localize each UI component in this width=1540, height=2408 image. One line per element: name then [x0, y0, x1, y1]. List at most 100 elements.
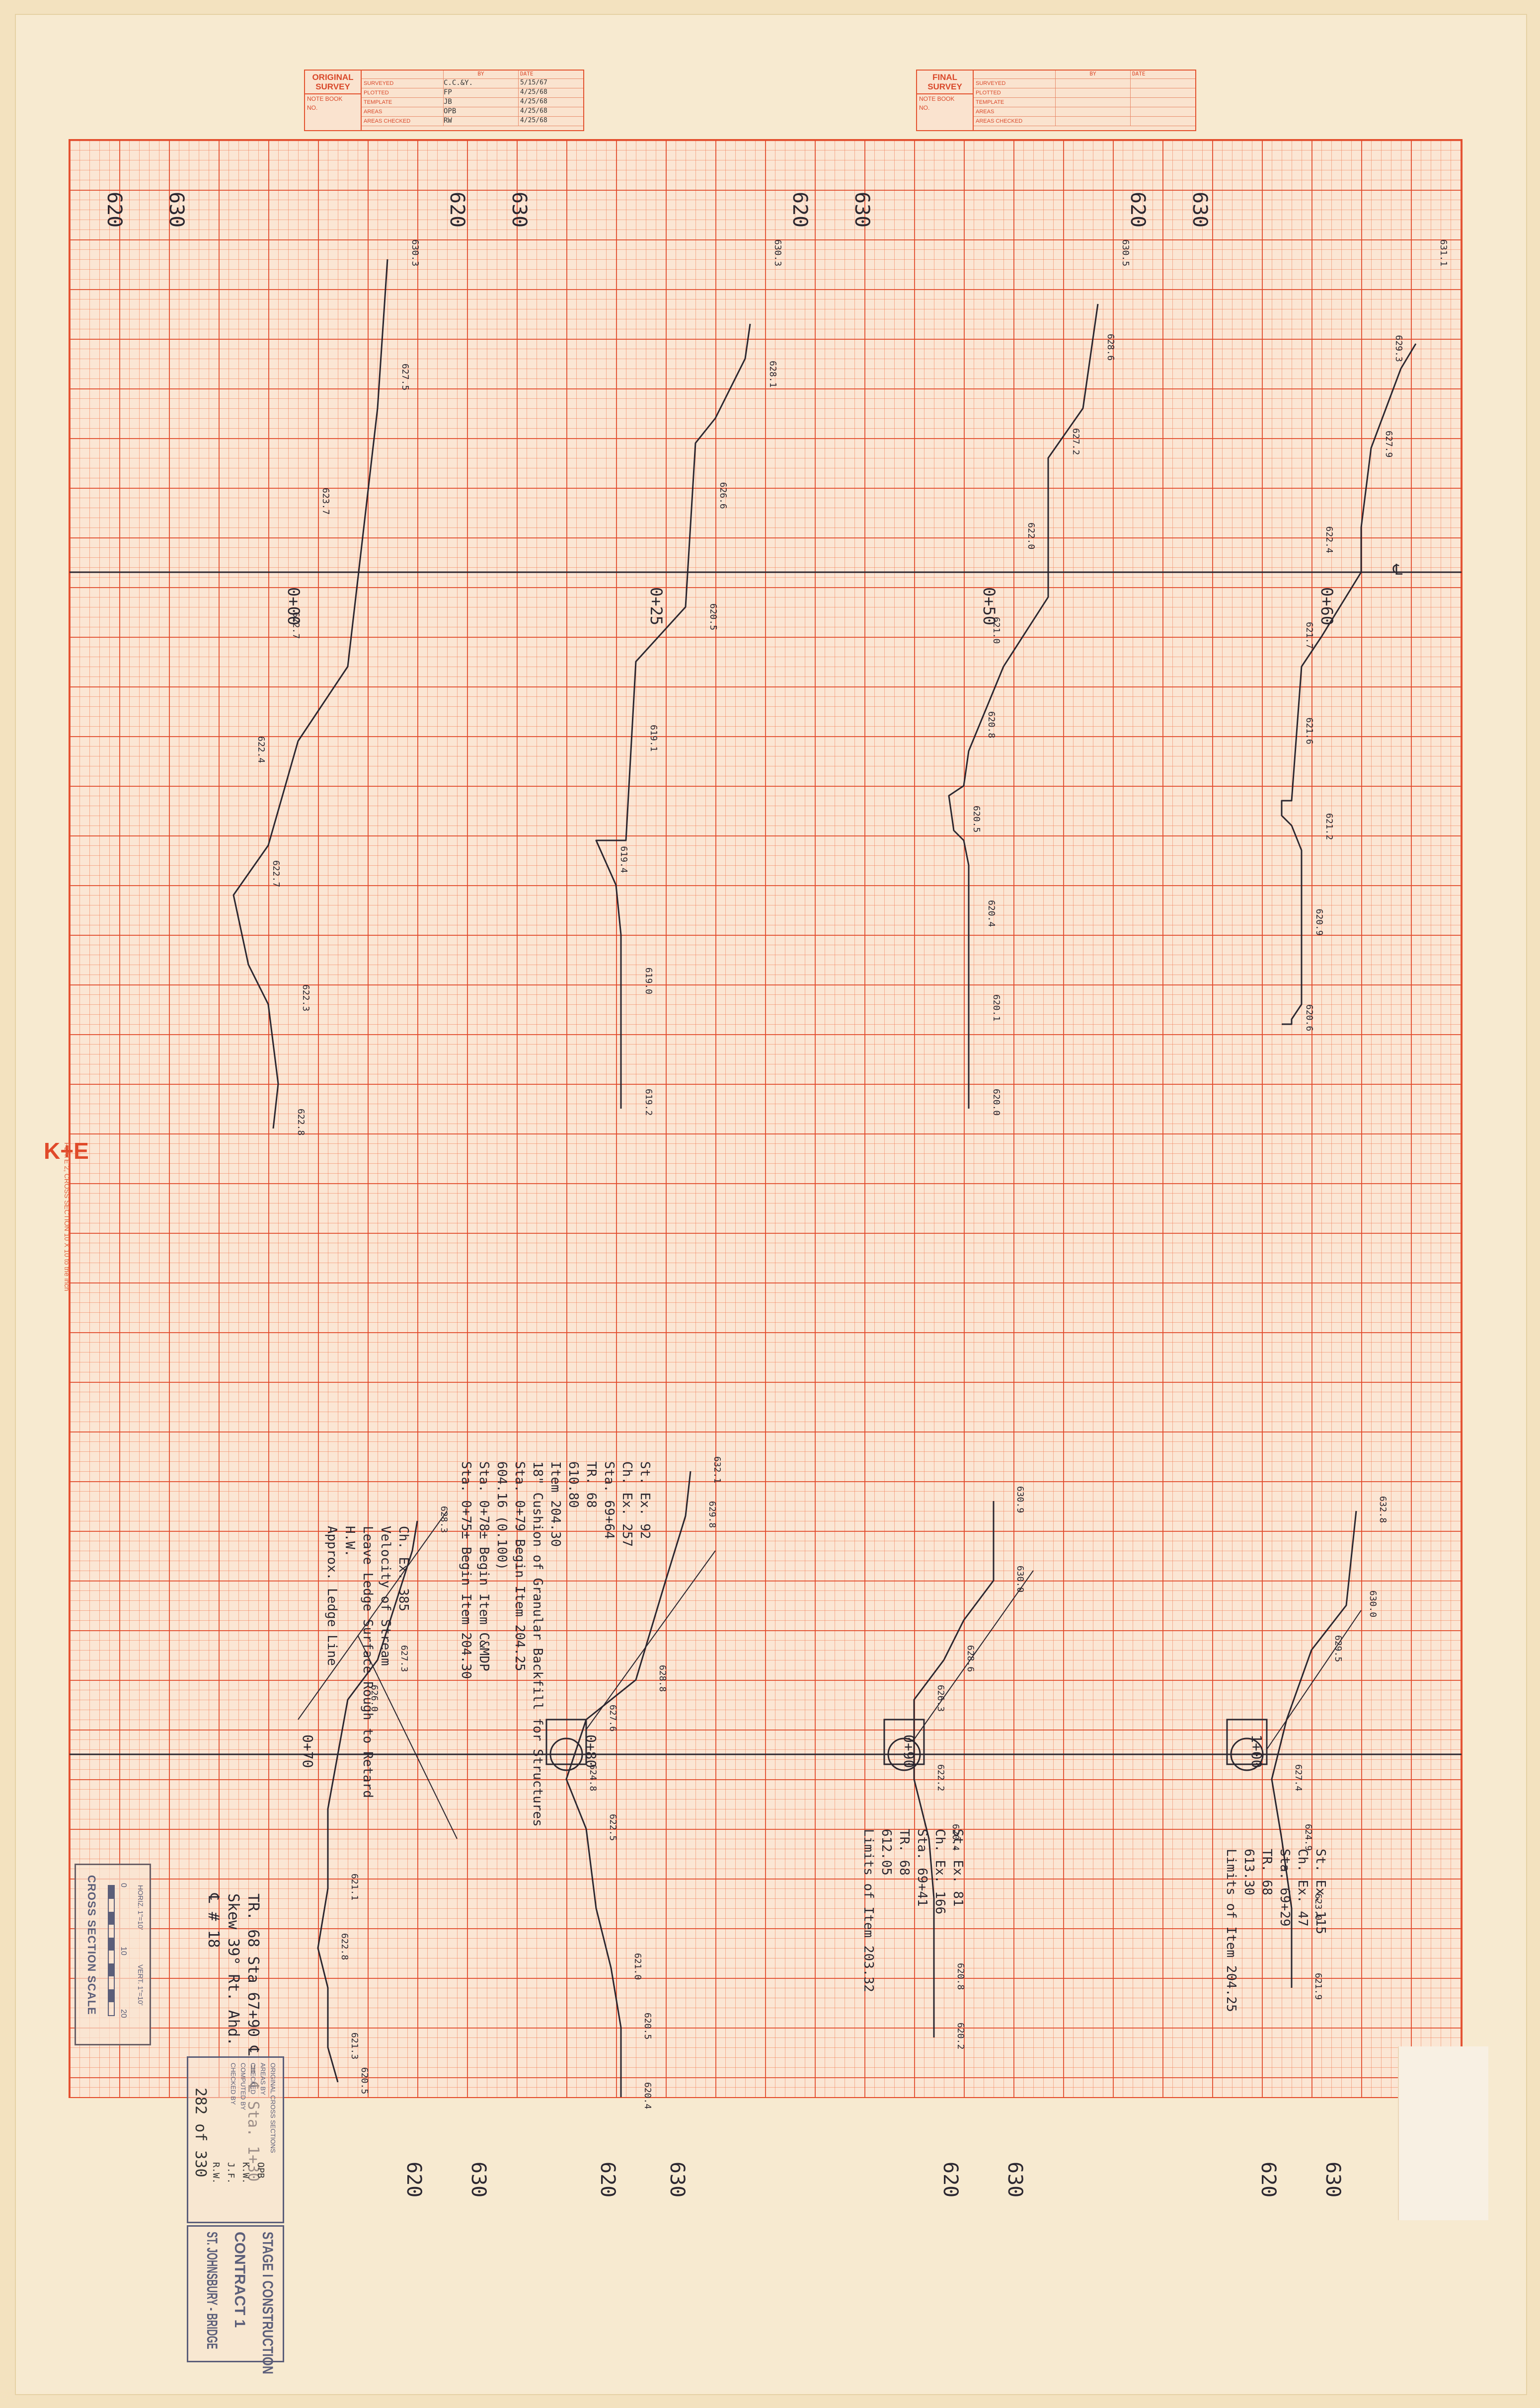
elevation-shot-label: 623.0: [1313, 1893, 1323, 1920]
elevation-shot-label: 622.7: [271, 860, 281, 887]
handwritten-note: Leave Ledge Surface Rough to Retard: [360, 1526, 375, 1798]
final-survey-title: FINAL SURVEY: [917, 71, 973, 94]
original-by-header: BY: [443, 71, 518, 78]
cross-section-scale-stamp: CROSS SECTION SCALE 0 10 20 HORIZ. 1"=10…: [75, 1864, 151, 2045]
final-note-book: NOTE BOOK: [919, 95, 955, 102]
orig-row-label: AREAS CHECKED: [364, 118, 411, 124]
ground-profile-line: [913, 1501, 995, 2037]
blank-margin-patch: [1398, 2046, 1488, 2220]
handwritten-note: Sta. 0+79 Begin Item 204.25: [512, 1461, 527, 1671]
tb-small-line: COMPUTED BY: [239, 2063, 247, 2110]
tb-small-line: ORIGINAL CROSS SECTIONS: [269, 2063, 277, 2153]
orig-row-by: RW: [443, 117, 518, 126]
original-note-book: NOTE BOOK: [307, 95, 343, 102]
final-no: NO.: [919, 104, 930, 111]
elevation-shot-label: 620.4: [642, 2082, 653, 2109]
elevation-shot-label: 627.2: [1071, 428, 1081, 455]
elevation-shot-label: 630.3: [772, 239, 783, 266]
elevation-label-620: 620: [939, 2162, 962, 2197]
elevation-shot-label: 620.4: [986, 900, 997, 927]
handwritten-note: Sta. 69+41: [915, 1829, 929, 1907]
elevation-shot-label: 624.9: [1303, 1824, 1313, 1851]
elevation-shot-label: 622.8: [339, 1933, 350, 1960]
elevation-shot-label: 621.7: [1304, 622, 1314, 649]
handwritten-note: H.W.: [342, 1526, 357, 1557]
scale-horiz: HORIZ. 1"=10': [137, 1885, 145, 1930]
original-date-header: DATE: [518, 71, 583, 78]
elevation-shot-label: 620.5: [708, 603, 718, 630]
ground-profile-line: [1281, 343, 1417, 1025]
elevation-shot-label: 630.5: [1120, 239, 1131, 266]
elevation-shot-label: 621.1: [349, 1874, 360, 1900]
paper-ruling: 10 X 10 to the inch: [63, 1233, 71, 1291]
handwritten-note: Ch. Ex. 385: [396, 1526, 411, 1611]
handwritten-note: TR. 68: [897, 1829, 912, 1876]
elevation-shot-label: 620.8: [955, 1963, 966, 1990]
elevation-shot-label: 620.1: [991, 994, 1001, 1021]
elevation-shot-label: 628.1: [768, 361, 778, 387]
orig-row-label: PLOTTED: [364, 90, 389, 96]
reference-note: ℄ # 18: [205, 1893, 222, 1948]
handwritten-note: Item 204.30: [548, 1461, 563, 1547]
final-date-header: DATE: [1130, 71, 1195, 78]
tb-small-line: CHECKED: [249, 2063, 257, 2095]
elevation-shot-label: 620.4: [950, 1824, 961, 1851]
paper-product: PLATE 2, CROSS SECTION: [63, 1142, 71, 1231]
elevation-shot-label: 627.4: [1293, 1764, 1304, 1791]
handwritten-note: Limits of Item 203.32: [861, 1829, 876, 1992]
ground-profile-line: [595, 323, 751, 1109]
elevation-shot-label: 622.4: [1324, 527, 1334, 553]
handwritten-note: St. Ex. 115: [1313, 1849, 1328, 1934]
elevation-shot-label: 627.5: [400, 364, 410, 390]
elevation-label-620: 620: [1126, 192, 1149, 227]
handwritten-note: 613.30: [1241, 1849, 1256, 1895]
elevation-shot-label: 620.2: [955, 2023, 966, 2049]
final-by-header: BY: [1055, 71, 1130, 78]
orig-row-date: 4/25/68: [518, 88, 583, 97]
scale-tick: 20: [119, 2009, 128, 2018]
station-label: 0+50: [980, 587, 999, 625]
elevation-shot-label: 632.1: [712, 1456, 722, 1483]
handwritten-note: Sta. 0+78± Begin Item C&MDP: [476, 1461, 491, 1671]
ground-profile-line: [948, 303, 1099, 1109]
elevation-label-630: 630: [165, 192, 188, 227]
reference-note: Skew 39° Rt. Ahd.: [225, 1893, 242, 2046]
orig-row-by: C.C.&Y.: [443, 79, 518, 88]
elevation-shot-label: 624.8: [588, 1764, 598, 1791]
slope-line: [914, 1570, 1034, 1740]
ledge-line: [357, 1635, 458, 1839]
elevation-shot-label: 623.7: [320, 488, 331, 515]
elevation-shot-label: 627.6: [608, 1705, 618, 1731]
elevation-shot-label: 622.5: [608, 1814, 618, 1841]
elevation-shot-label: 627.9: [1384, 431, 1394, 457]
elevation-shot-label: 628.8: [657, 1665, 668, 1692]
handwritten-note: 18" Cushion of Granular Backfill for Str…: [530, 1461, 545, 1827]
culvert-pipe: [1230, 1737, 1264, 1771]
elevation-shot-label: 632.8: [1378, 1496, 1388, 1523]
handwritten-note: Velocity of Stream: [378, 1526, 393, 1666]
final-row-label: PLOTTED: [976, 90, 1001, 96]
elevation-shot-label: 621.0: [991, 617, 1001, 644]
scale-bar: [108, 1885, 115, 2016]
station-label: 0+80: [583, 1734, 599, 1768]
elevation-label-630: 630: [1003, 2162, 1026, 2197]
elevation-shot-label: 620.5: [359, 2067, 370, 2094]
elevation-shot-label: 629.8: [707, 1501, 717, 1528]
handwritten-note: Ch. Ex. 257: [619, 1461, 634, 1547]
final-row-label: TEMPLATE: [976, 99, 1004, 105]
elevation-label-630: 630: [1188, 192, 1211, 227]
handwritten-note: Sta. 69+29: [1277, 1849, 1292, 1927]
orig-row-date: 4/25/68: [518, 107, 583, 116]
elevation-shot-label: 619.4: [618, 846, 629, 873]
handwritten-note: Ch. Ex. 166: [932, 1829, 947, 1914]
final-row-label: SURVEYED: [976, 80, 1006, 86]
title-block-right: STAGE I CONSTRUCTION CONTRACT 1 ST. JOHN…: [187, 2225, 284, 2374]
elevation-shot-label: 630.9: [1015, 1486, 1025, 1513]
station-label: 0+90: [901, 1734, 917, 1768]
elevation-shot-label: 620.5: [642, 2013, 653, 2039]
final-row-label: AREAS CHECKED: [976, 118, 1023, 124]
elevation-shot-label: 622.4: [256, 736, 266, 763]
tb-location: ST. JOHNSBURY - BRIDGE: [204, 2232, 220, 2349]
